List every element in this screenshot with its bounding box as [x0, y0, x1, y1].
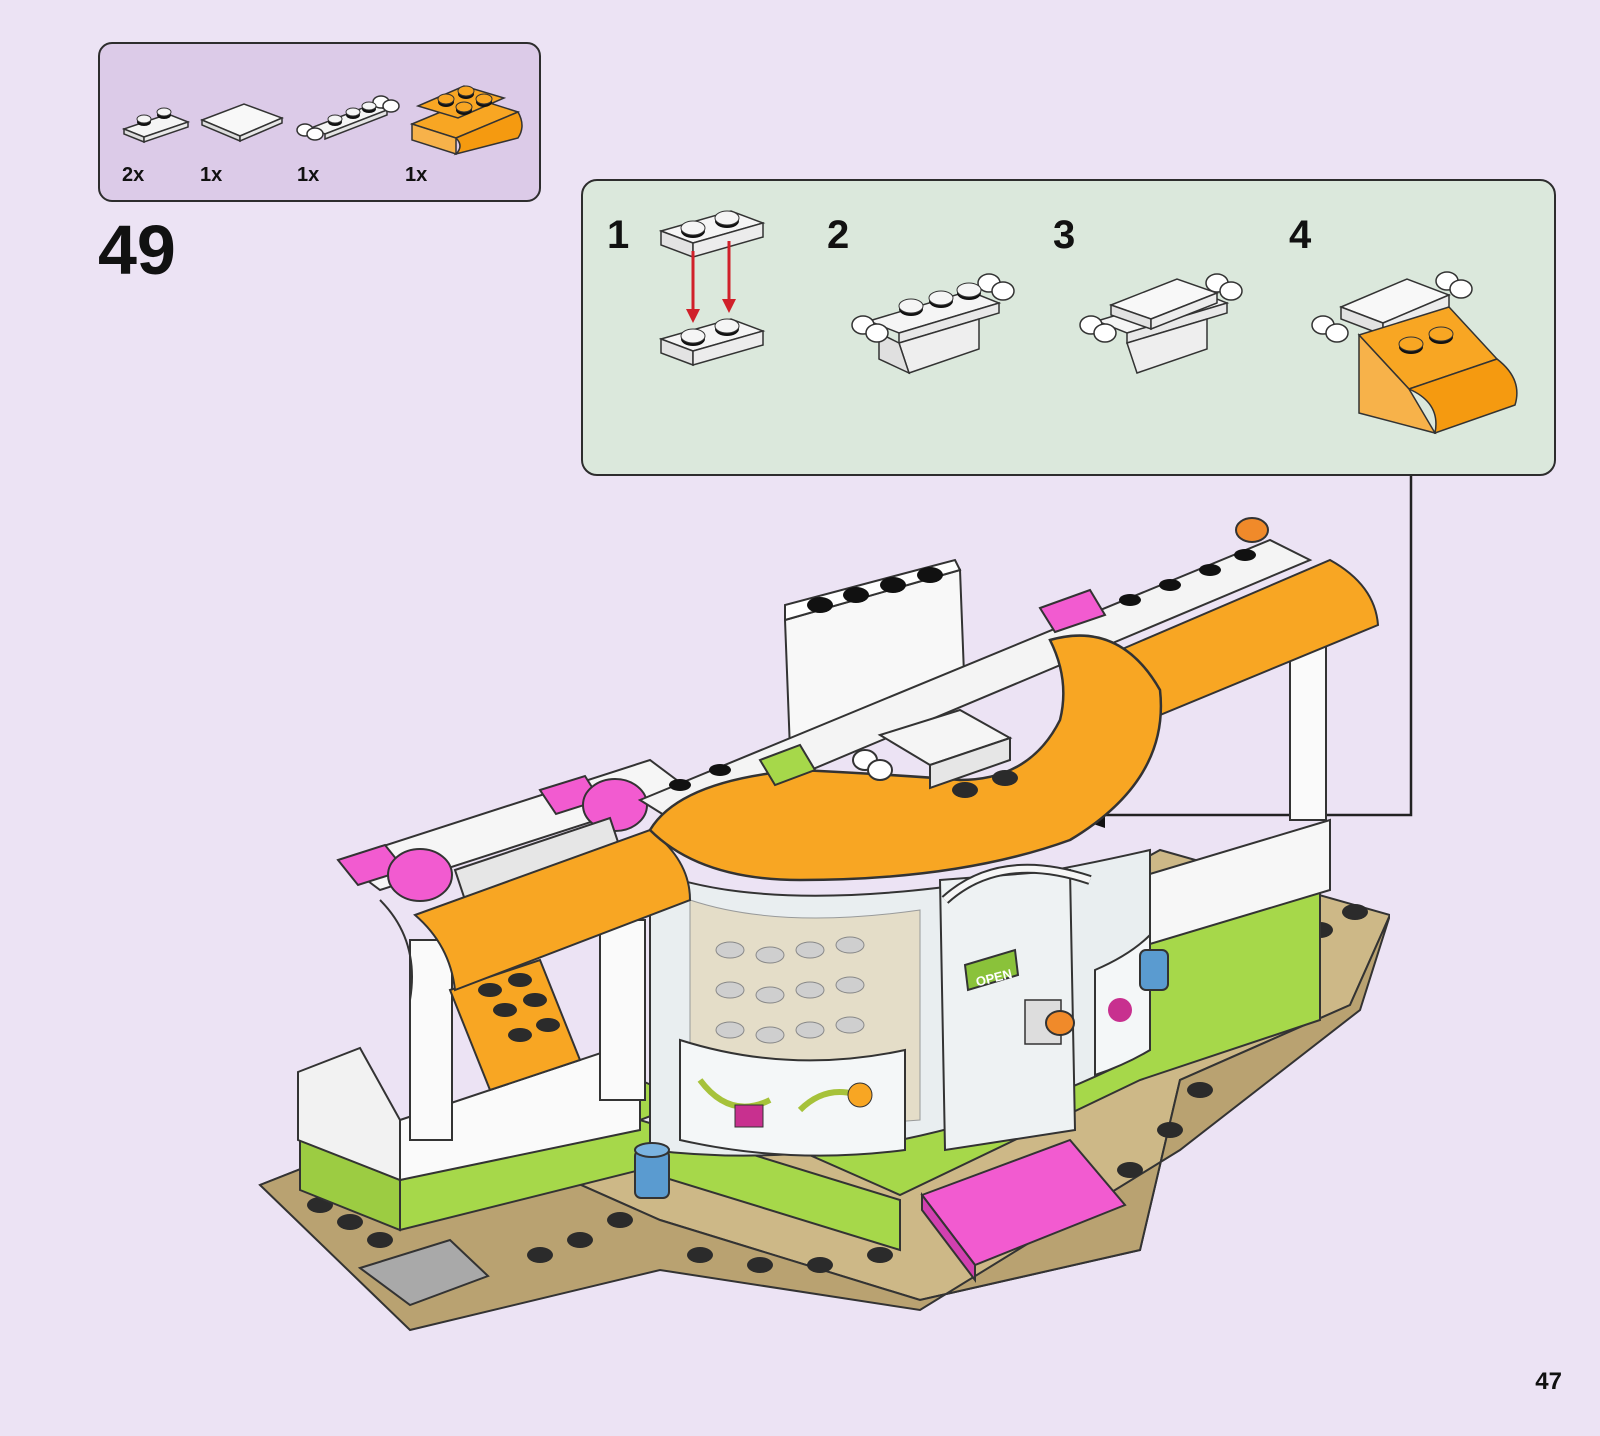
substep-number-4: 4 — [1289, 215, 1311, 255]
part-curved-slope: 1x — [408, 66, 528, 161]
part-qty: 1x — [297, 164, 319, 187]
stack-plates-arrows-icon — [659, 209, 769, 379]
part-plate-1x2: 2x — [120, 94, 192, 154]
substep-number-3: 3 — [1053, 215, 1075, 255]
tile-2x2-white-icon — [198, 92, 288, 152]
part-qty: 2x — [122, 164, 144, 187]
substep-number-1: 1 — [607, 215, 629, 255]
plate-1x2-white-icon — [120, 94, 192, 149]
substep-number-2: 2 — [827, 215, 849, 255]
plate-1x2-clips-white-icon — [295, 88, 405, 152]
page-number: 47 — [1535, 1368, 1562, 1396]
clip-plate-assembly-icon — [849, 263, 1019, 383]
part-qty: 1x — [200, 164, 222, 187]
slope-curved-2x3-orange-icon — [408, 66, 528, 156]
part-qty: 1x — [405, 164, 427, 187]
tile-on-orange-curved-slope-icon — [1301, 263, 1531, 453]
main-model-illustration: OPEN — [250, 500, 1390, 1350]
parts-list-box: 2x 1x 1x — [98, 42, 541, 202]
step-number: 49 — [98, 215, 176, 285]
part-plate-clips: 1x — [295, 88, 405, 157]
tile-on-clip-plate-icon — [1077, 263, 1247, 383]
subassembly-box: 1 2 3 4 — [581, 179, 1556, 476]
part-tile-2x2: 1x — [198, 92, 288, 157]
